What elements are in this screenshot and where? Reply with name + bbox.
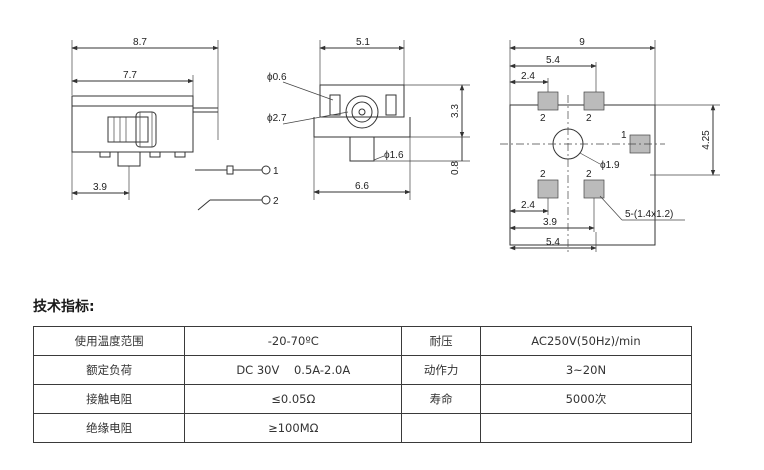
dim-front-width: 5.1 — [356, 37, 370, 48]
spec-label: 动作力 — [401, 355, 481, 385]
dim-pcb-pad-span-bottom: 5.4 — [546, 237, 560, 248]
switch-schematic: 1 2 — [195, 165, 279, 211]
spec-value — [479, 413, 693, 443]
spec-label: 耐压 — [401, 326, 481, 356]
spec-label: 额定负荷 — [32, 355, 186, 385]
spec-value: DC 30V 0.5A-2.0A — [184, 355, 403, 385]
front-view: 5.1 ϕ0.6 ϕ2.7 ϕ1.6 3.3 0.8 6.6 — [267, 37, 470, 200]
dim-front-pin-len: 0.8 — [450, 161, 461, 175]
pad-label: 2 — [586, 113, 592, 124]
dim-pcb-pad-span-top: 5.4 — [546, 55, 560, 66]
pad-bottom-right — [583, 179, 605, 199]
pad-top-left — [537, 91, 559, 111]
pad-bottom-left — [537, 179, 559, 199]
dim-side-overall-width: 8.7 — [133, 37, 147, 48]
dim-pcb-pad-offset-top: 2.4 — [521, 71, 535, 82]
pad-top-right — [583, 91, 605, 111]
dim-front-hole-small: ϕ0.6 — [267, 72, 287, 83]
pad-label: 2 — [586, 169, 592, 180]
spec-label — [401, 413, 481, 443]
table-row: 使用温度范围 -20-70ºC 耐压 AC250V(50Hz)/min — [32, 326, 693, 356]
spec-table: 使用温度范围 -20-70ºC 耐压 AC250V(50Hz)/min 额定负荷… — [32, 326, 693, 443]
spec-value: ≤0.05Ω — [184, 384, 403, 414]
spec-value: -20-70ºC — [184, 326, 403, 356]
dim-pcb-hole: ϕ1.9 — [600, 160, 620, 171]
table-row: 绝缘电阻 ≥100MΩ — [32, 413, 693, 443]
dim-front-hole-large: ϕ2.7 — [267, 113, 287, 124]
dim-pcb-pad-pitch: 3.9 — [543, 217, 557, 228]
spec-value: AC250V(50Hz)/min — [479, 326, 693, 356]
dim-pcb-width: 9 — [579, 37, 585, 48]
spec-label: 接触电阻 — [32, 384, 186, 414]
table-row: 额定负荷 DC 30V 0.5A-2.0A 动作力 3~20N — [32, 355, 693, 385]
pad-label: 1 — [621, 130, 627, 141]
technical-drawing: 8.7 7.7 3.9 1 — [71, 37, 720, 255]
dim-pcb-pad-offset-bottom: 2.4 — [521, 200, 535, 211]
spec-value: 5000次 — [479, 384, 693, 414]
spec-value: 3~20N — [479, 355, 693, 385]
pcb-footprint: 9 5.4 2.4 2 2 1 2 2 ϕ1.9 4.25 — [500, 37, 720, 255]
pad-label: 2 — [540, 113, 546, 124]
side-view: 8.7 7.7 3.9 — [71, 37, 219, 200]
pad-size-note: 5-(1.4x1.2) — [625, 209, 673, 220]
table-row: 接触电阻 ≤0.05Ω 寿命 5000次 — [32, 384, 693, 414]
pad-label: 2 — [540, 169, 546, 180]
spec-heading: 技术指标: — [33, 299, 95, 315]
dim-front-height: 3.3 — [450, 104, 461, 118]
dim-side-body-width: 7.7 — [123, 70, 137, 81]
spec-label: 使用温度范围 — [32, 326, 186, 356]
schematic-pin-1: 1 — [273, 166, 279, 177]
dim-side-offset: 3.9 — [93, 182, 107, 193]
dim-front-base-width: 6.6 — [355, 181, 369, 192]
spec-label: 寿命 — [401, 384, 481, 414]
dim-pcb-vertical: 4.25 — [701, 130, 712, 150]
dim-front-pin-dia: ϕ1.6 — [384, 150, 404, 161]
spec-value: ≥100MΩ — [184, 413, 403, 443]
spec-label: 绝缘电阻 — [32, 413, 186, 443]
schematic-pin-2: 2 — [273, 196, 279, 207]
side-body — [71, 95, 194, 153]
